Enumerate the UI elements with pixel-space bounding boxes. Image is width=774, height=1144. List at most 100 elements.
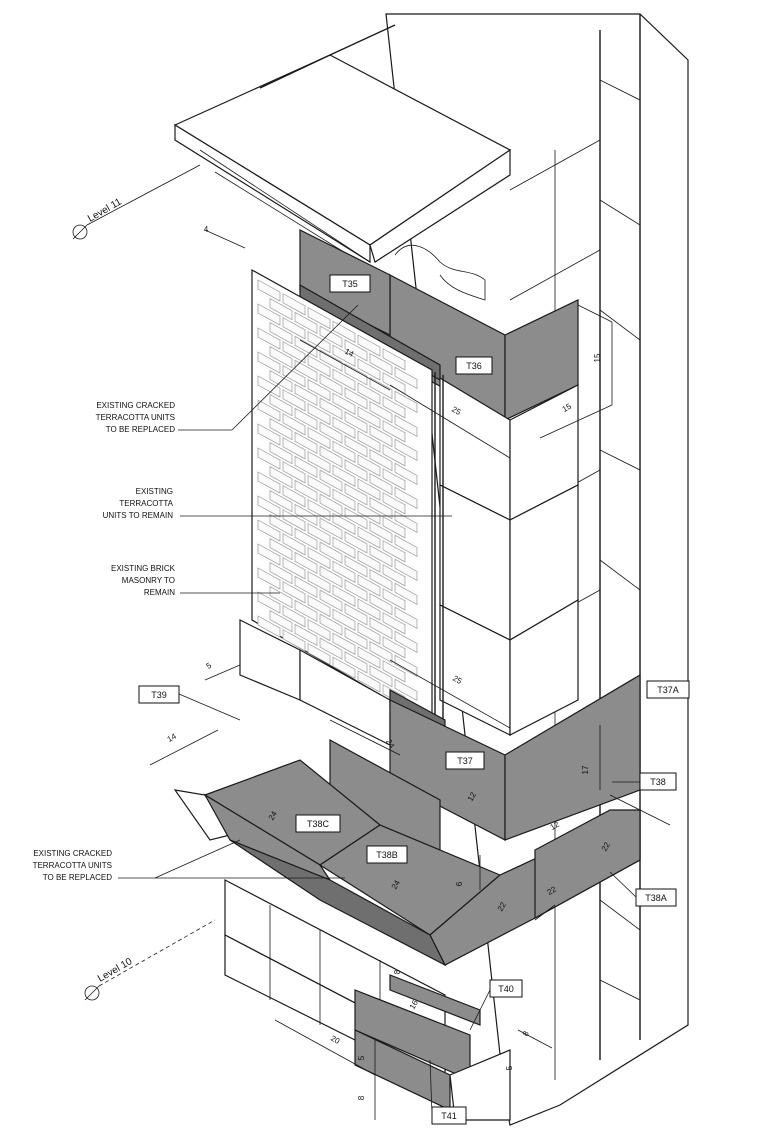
tag-t37a: T37A — [646, 680, 690, 699]
brick-unit — [294, 527, 318, 551]
note-line: UNITS TO REMAIN — [103, 511, 174, 520]
brick-unit — [332, 536, 356, 559]
ledge-units — [173, 759, 641, 967]
brick-unit — [394, 606, 418, 630]
tag-t41: T41 — [429, 1059, 467, 1125]
brick-unit — [357, 502, 381, 525]
note-line: REMAIN — [144, 588, 175, 597]
brick-unit — [357, 430, 381, 453]
brick-unit — [369, 617, 393, 640]
brick-unit — [319, 325, 343, 348]
brick-unit — [369, 665, 393, 688]
brick-unit — [369, 353, 393, 376]
svg-text:T38C: T38C — [307, 819, 330, 829]
brick-unit — [319, 469, 343, 492]
top-cornice — [173, 24, 512, 301]
brick-unit — [294, 383, 318, 407]
dim-label: 4 — [204, 225, 209, 234]
brick-unit — [319, 541, 343, 564]
brick-unit — [257, 495, 281, 518]
note-line: TERRACOTTA UNITS — [96, 413, 175, 422]
svg-text:T37: T37 — [457, 756, 473, 766]
brick-unit — [294, 311, 318, 335]
brick-unit — [344, 531, 368, 554]
svg-text:T40: T40 — [498, 984, 514, 994]
svg-text:T35: T35 — [342, 279, 358, 289]
tag-t38a: T38A — [609, 871, 677, 907]
brick-unit — [369, 641, 393, 664]
note-line: TERRACOTTA — [119, 499, 173, 508]
brick-unit — [344, 339, 368, 362]
brick-unit — [394, 534, 418, 558]
jamb-terracotta — [434, 372, 579, 736]
brick-unit — [369, 521, 393, 544]
brick-unit — [394, 486, 418, 510]
brick-unit — [257, 351, 281, 374]
brick-unit — [307, 426, 331, 450]
brick-unit — [307, 498, 331, 522]
brick-unit — [344, 627, 368, 650]
brick-unit — [332, 488, 356, 511]
brick-unit — [332, 392, 356, 415]
brick-unit — [357, 334, 381, 357]
brick-unit — [344, 651, 368, 674]
brick-unit — [332, 608, 356, 631]
brick-unit — [307, 618, 331, 642]
tag-t37: T37 — [445, 751, 485, 770]
brick-unit — [357, 478, 381, 501]
brick-unit — [257, 591, 281, 614]
brick-unit — [282, 557, 306, 580]
note-cracked-lower: EXISTING CRACKED TERRACOTTA UNITS TO BE … — [33, 839, 345, 882]
brick-unit — [307, 354, 331, 378]
brick-unit — [319, 421, 343, 444]
svg-text:T38: T38 — [650, 777, 666, 787]
brick-unit — [269, 538, 293, 561]
brick-unit — [319, 373, 343, 396]
svg-text:T39: T39 — [151, 690, 167, 700]
brick-unit — [382, 660, 406, 683]
brick-unit — [369, 425, 393, 448]
brick-unit — [282, 413, 306, 436]
note-line: EXISTING — [136, 487, 173, 496]
brick-unit — [257, 375, 281, 398]
dim-label: 5 — [357, 1055, 366, 1060]
note-line: EXISTING CRACKED — [33, 849, 112, 858]
brick-unit — [394, 510, 418, 534]
brick-unit — [357, 646, 381, 669]
tag-t40: T40 — [469, 979, 523, 1031]
brick-unit — [344, 483, 368, 506]
brick-unit — [382, 492, 406, 515]
brick-unit — [294, 479, 318, 503]
brick-unit — [269, 298, 293, 321]
brick-unit — [319, 349, 343, 372]
brick-infill — [251, 268, 433, 727]
brick-unit — [382, 444, 406, 467]
brick-unit — [294, 551, 318, 575]
brick-unit — [369, 473, 393, 496]
brick-unit — [257, 279, 281, 302]
brick-unit — [319, 637, 343, 660]
tag-t38c: T38C — [295, 814, 341, 833]
dim-label: 15 — [593, 353, 602, 362]
brick-unit — [369, 545, 393, 568]
brick-unit — [382, 516, 406, 539]
brick-unit — [332, 320, 356, 343]
brick-unit — [282, 533, 306, 556]
brick-unit — [394, 438, 418, 462]
brick-unit — [257, 423, 281, 446]
level-10-marker: Level 10 — [84, 919, 216, 1001]
brick-unit — [307, 522, 331, 546]
tag-t39: T39 — [138, 685, 241, 721]
brick-unit — [257, 615, 281, 638]
brick-unit — [357, 550, 381, 573]
brick-unit — [382, 564, 406, 587]
dim-label: 20 — [329, 1034, 342, 1046]
brick-unit — [394, 414, 418, 438]
brick-unit — [344, 363, 368, 386]
brick-unit — [282, 485, 306, 508]
brick-unit — [357, 574, 381, 597]
brick-unit — [319, 589, 343, 612]
brick-unit — [282, 341, 306, 364]
svg-text:T38B: T38B — [376, 850, 398, 860]
brick-unit — [394, 654, 418, 678]
